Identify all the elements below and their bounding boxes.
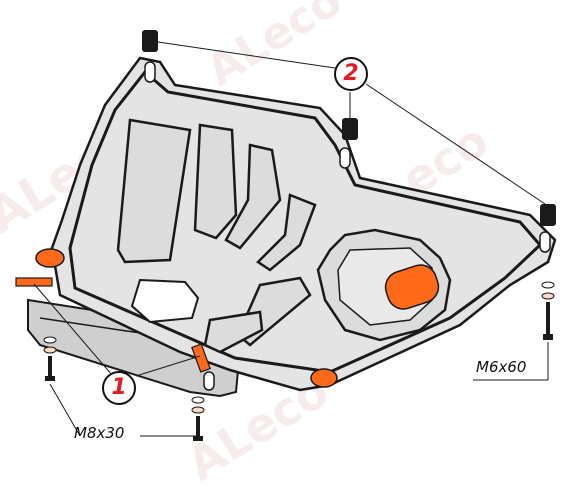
m8-bolt-label: M8x30 xyxy=(74,424,125,442)
washer xyxy=(191,406,205,414)
spacer xyxy=(540,204,556,226)
rib xyxy=(116,118,192,264)
cutout-window xyxy=(130,278,200,324)
bracket-clip xyxy=(15,277,53,287)
mount-slot xyxy=(539,231,551,253)
spacer xyxy=(342,118,358,140)
bolt xyxy=(196,416,200,438)
mount-pad xyxy=(310,368,338,388)
washer xyxy=(541,292,555,300)
mount-slot xyxy=(144,61,156,83)
bracket-clip xyxy=(191,343,211,373)
spacer xyxy=(142,30,158,52)
rib xyxy=(256,193,317,272)
bolt xyxy=(546,302,550,336)
mount-slot xyxy=(203,371,215,391)
access-hatch xyxy=(384,264,440,310)
mount-slot xyxy=(339,147,351,169)
rib xyxy=(224,143,282,250)
plate-inner-rim xyxy=(68,69,543,374)
mount-pad xyxy=(35,248,65,268)
washer xyxy=(43,346,57,354)
bolt xyxy=(48,356,52,378)
skid-plate-drawing xyxy=(15,30,557,441)
rib xyxy=(193,123,238,240)
leader-lines xyxy=(33,41,549,437)
m6-bolt-label: M6x60 xyxy=(476,358,527,376)
washer xyxy=(191,396,205,404)
bolt-head xyxy=(45,376,55,381)
rib xyxy=(203,310,264,354)
callout-1: 1 xyxy=(102,371,136,405)
washer xyxy=(43,336,57,344)
bolt-head xyxy=(543,334,553,340)
callout-2: 2 xyxy=(334,57,368,91)
washer xyxy=(541,281,555,289)
bolt-head xyxy=(193,436,203,441)
